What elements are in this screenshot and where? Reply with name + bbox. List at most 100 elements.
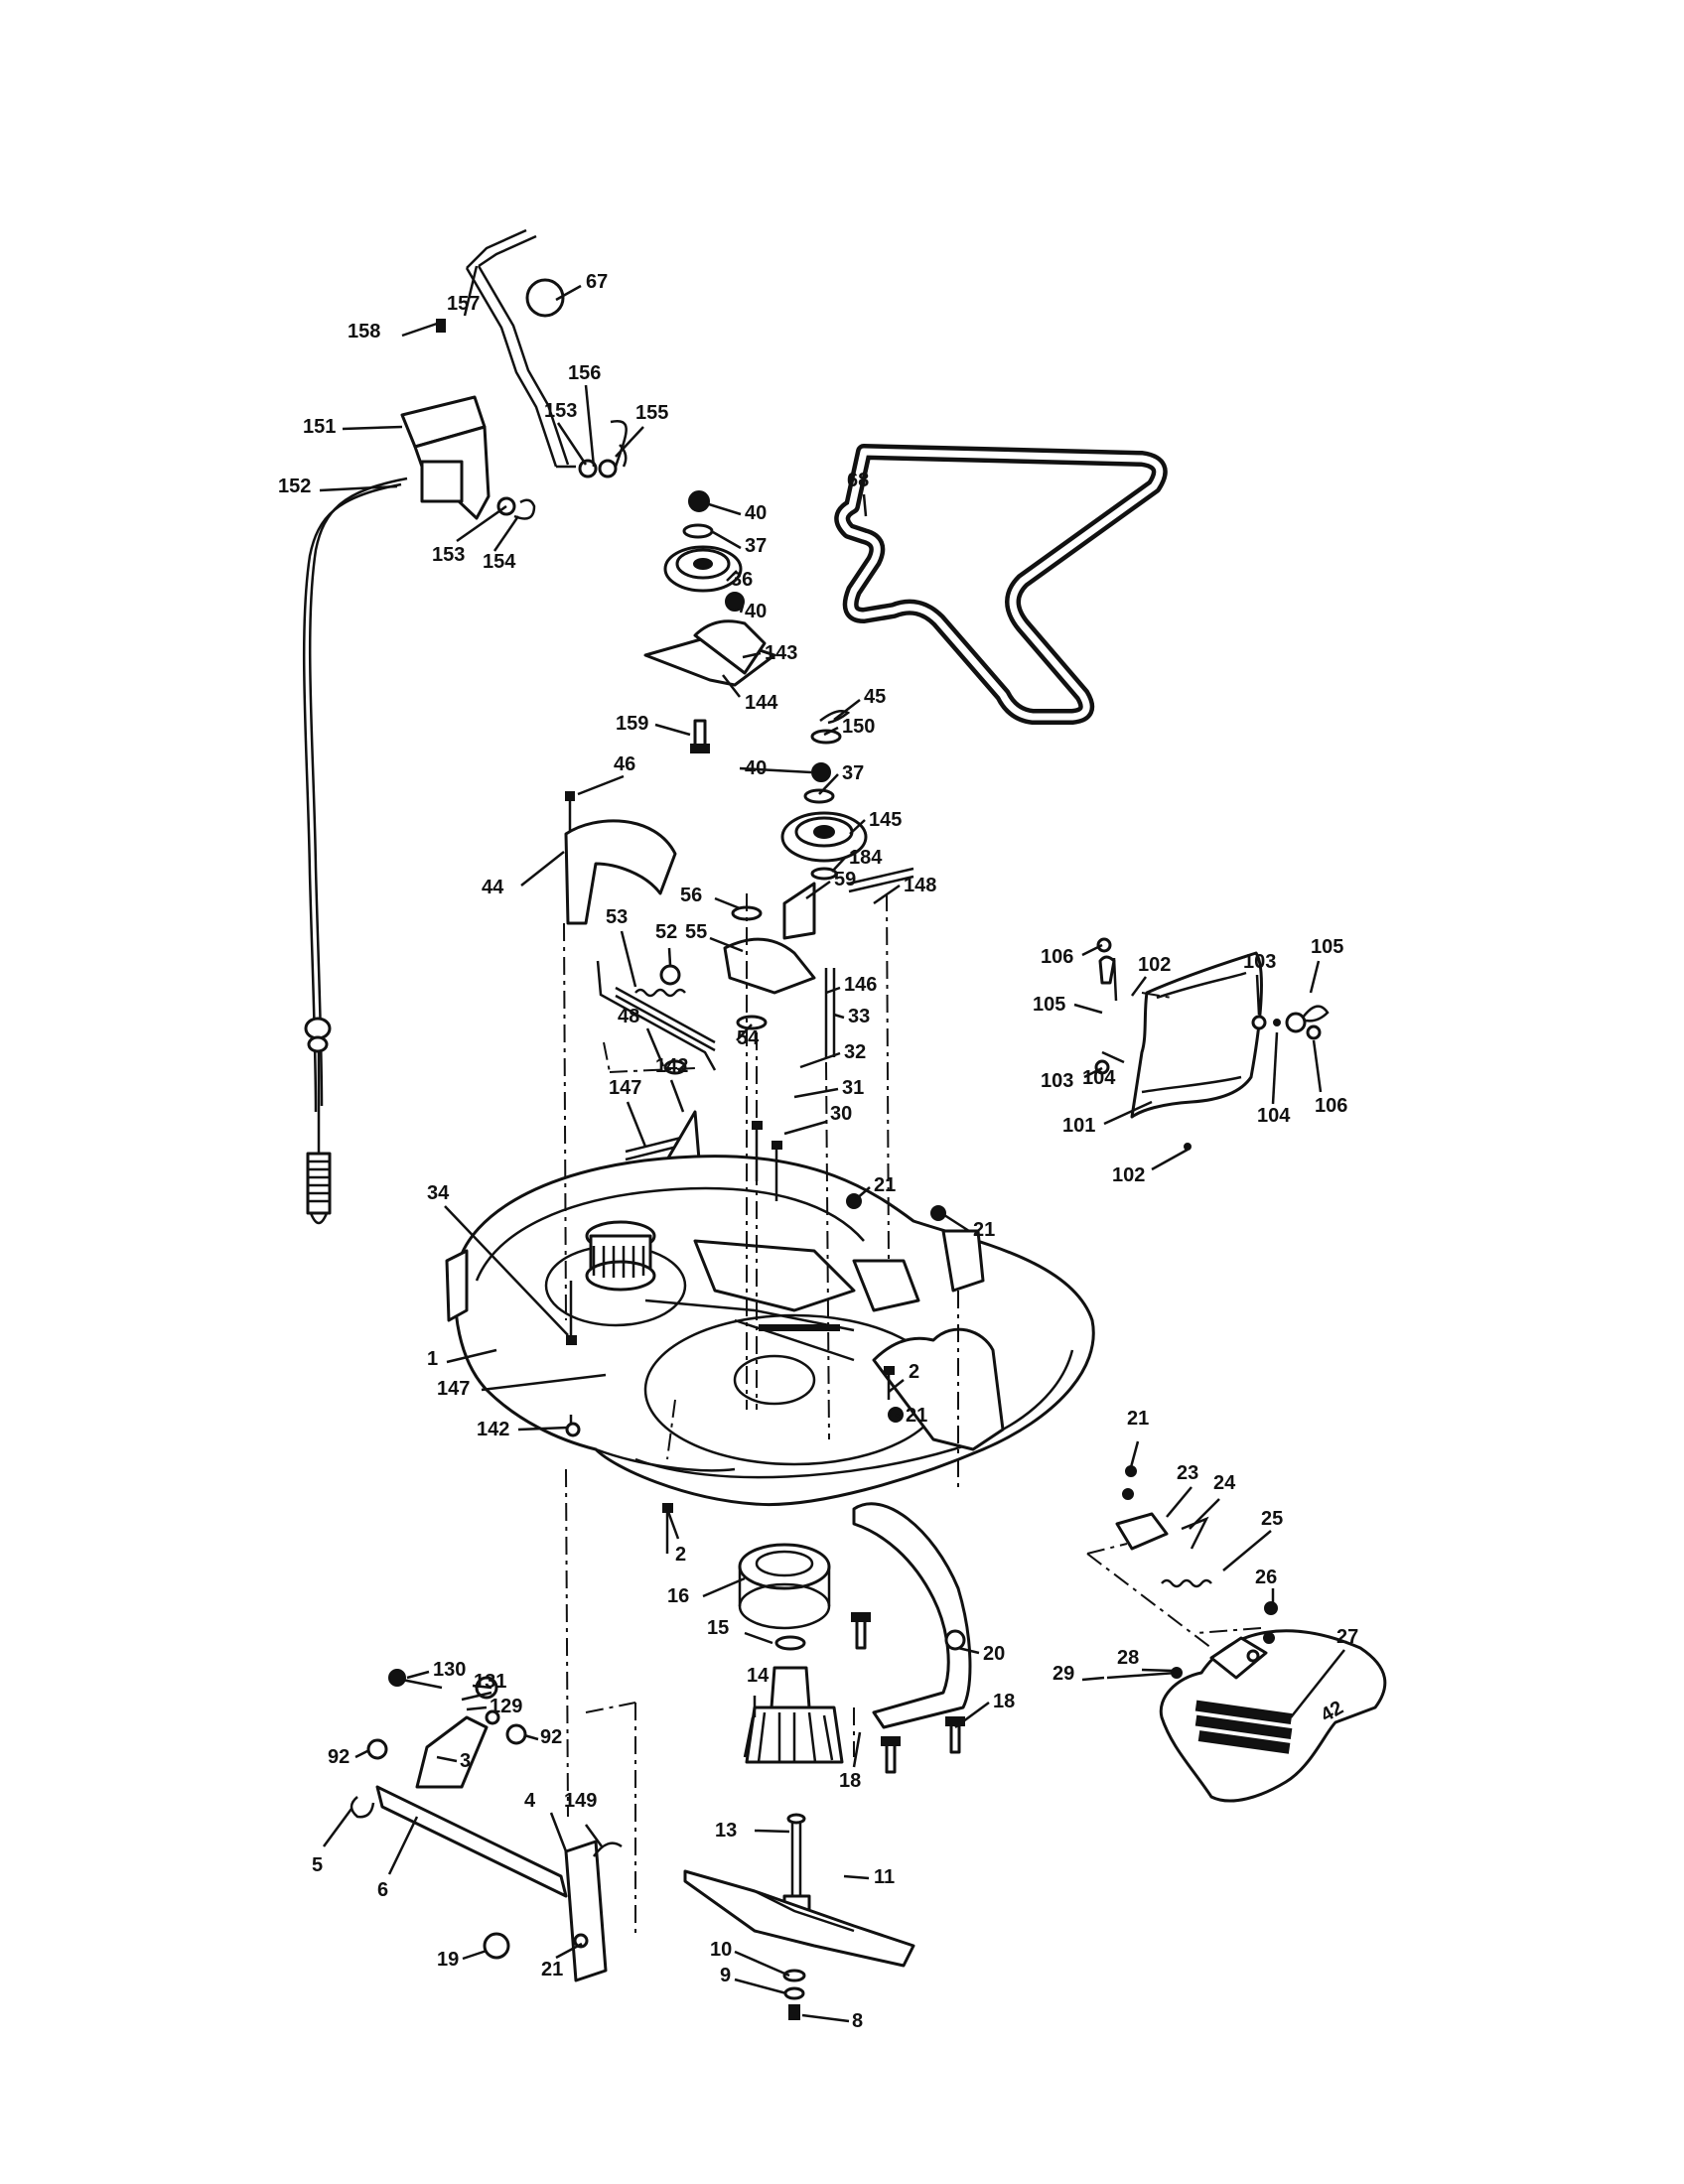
part-callout: 152 xyxy=(278,476,311,497)
part-callout: 21 xyxy=(973,1219,995,1241)
leader-line xyxy=(739,766,812,774)
part-callout: 150 xyxy=(842,716,875,738)
leader-line xyxy=(823,726,839,737)
leader-line xyxy=(852,1731,862,1768)
leader-line xyxy=(354,1748,370,1759)
part-callout: 143 xyxy=(765,642,797,664)
leader-line xyxy=(714,896,741,910)
part-callout: 19 xyxy=(437,1949,459,1971)
leader-line xyxy=(1222,1530,1272,1571)
part-callout: 53 xyxy=(606,906,628,928)
leader-line xyxy=(669,1079,685,1113)
part-callout: 151 xyxy=(303,416,336,438)
part-callout: 52 xyxy=(655,921,677,943)
part-callout: 20 xyxy=(983,1643,1005,1665)
part-callout: 56 xyxy=(680,885,702,906)
leader-lines xyxy=(319,265,1345,2023)
leader-line xyxy=(1189,1498,1220,1530)
leader-line xyxy=(555,284,582,302)
part-callout: 9 xyxy=(720,1965,731,1986)
leader-line xyxy=(406,1670,430,1680)
leader-line xyxy=(556,422,588,466)
leader-line xyxy=(954,1701,990,1729)
leader-line xyxy=(1083,1066,1103,1079)
leader-line xyxy=(654,723,691,737)
part-callout: 104 xyxy=(1082,1067,1116,1089)
part-callout: 29 xyxy=(1052,1663,1074,1685)
part-callout: 11 xyxy=(874,1866,895,1888)
leader-line xyxy=(801,2013,850,2023)
leader-line xyxy=(584,1824,604,1847)
leader-line xyxy=(849,819,866,835)
part-callout: 3 xyxy=(460,1750,471,1772)
part-callout: 92 xyxy=(328,1746,350,1768)
leader-line xyxy=(783,1120,827,1136)
part-callout: 146 xyxy=(844,974,877,996)
leader-line xyxy=(584,384,596,468)
leader-line xyxy=(805,880,831,900)
part-callout: 105 xyxy=(1033,994,1065,1016)
leader-line xyxy=(862,493,868,517)
leader-line xyxy=(481,1373,607,1392)
part-callout: 54 xyxy=(737,1027,760,1049)
leader-line xyxy=(342,425,403,431)
part-callout: 33 xyxy=(848,1006,870,1027)
part-callout: 21 xyxy=(1127,1408,1149,1430)
leader-line xyxy=(712,530,742,550)
part-callout: 46 xyxy=(614,753,635,775)
leader-line xyxy=(873,884,901,905)
spindle-assembly xyxy=(683,1543,915,2020)
part-callout: 25 xyxy=(1261,1508,1283,1530)
part-callout: 18 xyxy=(993,1691,1015,1712)
part-callout: 8 xyxy=(852,2010,863,2032)
leader-line xyxy=(577,774,625,796)
part-callout: 101 xyxy=(1062,1115,1095,1137)
leader-line xyxy=(1151,1148,1189,1171)
idler-pulley-upper xyxy=(643,490,776,753)
leader-line xyxy=(322,1808,353,1847)
leader-line xyxy=(1081,1676,1105,1682)
leader-line xyxy=(895,1413,903,1420)
leader-line xyxy=(1255,974,1261,1016)
leader-line xyxy=(1081,943,1103,957)
leader-line xyxy=(1073,1003,1103,1015)
leader-line xyxy=(1129,1440,1140,1468)
leader-line xyxy=(436,1755,458,1763)
idler-pulley-lower xyxy=(780,710,868,940)
part-callout: 48 xyxy=(618,1006,639,1027)
leader-line xyxy=(1271,1031,1279,1105)
part-callout: 148 xyxy=(904,875,936,896)
part-callout: 4 xyxy=(524,1790,536,1812)
leader-line xyxy=(667,947,672,966)
part-callout: 30 xyxy=(830,1103,852,1125)
leader-line xyxy=(818,773,839,795)
part-callout: 153 xyxy=(544,400,577,422)
part-callout: 40 xyxy=(745,757,767,779)
leader-line xyxy=(645,1027,665,1067)
leader-line xyxy=(549,1812,568,1852)
part-callout: 155 xyxy=(635,402,668,424)
part-callout: 153 xyxy=(432,544,465,566)
leader-line xyxy=(734,1950,790,1978)
part-callout: 1 xyxy=(427,1348,438,1370)
part-callout: 16 xyxy=(667,1585,689,1607)
part-callout: 21 xyxy=(874,1174,896,1196)
part-callout: 158 xyxy=(348,321,380,342)
leader-line xyxy=(754,1829,790,1834)
leader-line xyxy=(1101,1050,1125,1064)
leader-line xyxy=(708,502,742,516)
part-callout: 15 xyxy=(707,1617,729,1639)
leader-line xyxy=(734,1978,787,1995)
leader-line xyxy=(626,1101,647,1148)
part-callout: 131 xyxy=(474,1671,506,1693)
leader-line xyxy=(888,1379,905,1393)
leader-line xyxy=(833,1013,845,1020)
part-callout: 147 xyxy=(437,1378,470,1400)
leader-line xyxy=(387,1816,419,1875)
part-callout: 106 xyxy=(1315,1095,1347,1117)
leader-line xyxy=(620,930,637,988)
part-callout: 40 xyxy=(745,601,767,622)
leader-line xyxy=(466,1706,488,1711)
leader-line xyxy=(742,651,762,659)
